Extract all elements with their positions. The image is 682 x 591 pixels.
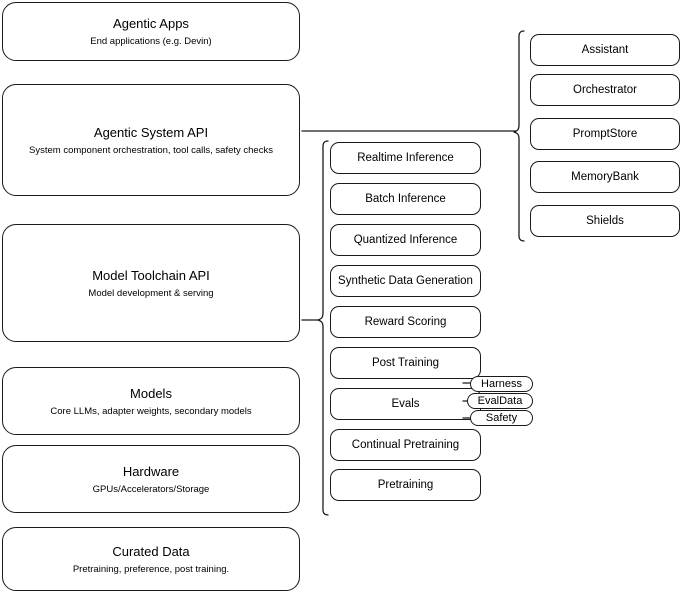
badge-evaldata[interactable]: EvalData bbox=[467, 393, 533, 409]
component-promptstore[interactable]: PromptStore bbox=[530, 118, 680, 150]
component-label: Orchestrator bbox=[573, 83, 637, 96]
layer-title: Curated Data bbox=[112, 543, 190, 559]
layer-title: Model Toolchain API bbox=[92, 267, 210, 283]
component-assistant[interactable]: Assistant bbox=[530, 34, 680, 66]
capability-label: Evals bbox=[391, 397, 420, 410]
capability-label: Synthetic Data Generation bbox=[338, 274, 473, 287]
capability-label: Batch Inference bbox=[365, 192, 446, 205]
component-memorybank[interactable]: MemoryBank bbox=[530, 161, 680, 193]
layer-subtitle: Core LLMs, adapter weights, secondary mo… bbox=[50, 405, 252, 417]
component-label: PromptStore bbox=[572, 127, 638, 140]
capability-continual-pretraining[interactable]: Continual Pretraining bbox=[330, 429, 481, 461]
layer-title: Agentic Apps bbox=[113, 16, 189, 31]
component-label: Shields bbox=[586, 214, 624, 227]
layer-subtitle: GPUs/Accelerators/Storage bbox=[92, 483, 210, 495]
layer-models[interactable]: Models Core LLMs, adapter weights, secon… bbox=[2, 367, 300, 435]
badge-harness[interactable]: Harness bbox=[470, 376, 533, 392]
layer-agentic-system-api[interactable]: Agentic System API System component orch… bbox=[2, 84, 300, 196]
capability-realtime-inference[interactable]: Realtime Inference bbox=[330, 142, 481, 174]
layer-subtitle: End applications (e.g. Devin) bbox=[90, 36, 212, 47]
component-shields[interactable]: Shields bbox=[530, 205, 680, 237]
capability-evals[interactable]: Evals bbox=[330, 388, 481, 420]
badge-label: Safety bbox=[485, 411, 518, 424]
badge-label: Harness bbox=[481, 377, 522, 390]
component-label: Assistant bbox=[581, 43, 629, 56]
layer-model-toolchain-api[interactable]: Model Toolchain API Model development & … bbox=[2, 224, 300, 342]
layer-curated-data[interactable]: Curated Data Pretraining, preference, po… bbox=[2, 527, 300, 591]
component-orchestrator[interactable]: Orchestrator bbox=[530, 74, 680, 106]
capability-reward-scoring[interactable]: Reward Scoring bbox=[330, 306, 481, 338]
capability-label: Continual Pretraining bbox=[351, 438, 460, 451]
layer-title: Hardware bbox=[122, 463, 180, 479]
badge-safety[interactable]: Safety bbox=[470, 410, 533, 426]
capability-label: Pretraining bbox=[377, 478, 434, 491]
layer-agentic-apps[interactable]: Agentic Apps End applications (e.g. Devi… bbox=[2, 2, 300, 61]
component-label: MemoryBank bbox=[571, 170, 639, 183]
capability-quantized-inference[interactable]: Quantized Inference bbox=[330, 224, 481, 256]
layer-subtitle: System component orchestration, tool cal… bbox=[29, 144, 273, 156]
layer-subtitle: Pretraining, preference, post training. bbox=[72, 563, 230, 575]
capability-synthetic-data-generation[interactable]: Synthetic Data Generation bbox=[330, 265, 481, 297]
capability-pretraining[interactable]: Pretraining bbox=[330, 469, 481, 501]
badge-label: EvalData bbox=[477, 394, 523, 407]
layer-title: Models bbox=[130, 385, 172, 401]
capability-batch-inference[interactable]: Batch Inference bbox=[330, 183, 481, 215]
layer-subtitle: Model development & serving bbox=[88, 287, 214, 299]
capability-label: Reward Scoring bbox=[364, 315, 447, 328]
layer-hardware[interactable]: Hardware GPUs/Accelerators/Storage bbox=[2, 445, 300, 513]
capability-label: Post Training bbox=[371, 356, 440, 369]
capability-post-training[interactable]: Post Training bbox=[330, 347, 481, 379]
capability-label: Quantized Inference bbox=[353, 233, 458, 246]
capability-label: Realtime Inference bbox=[357, 151, 454, 164]
brace-right bbox=[513, 30, 525, 242]
brace-middle bbox=[317, 140, 329, 516]
layer-title: Agentic System API bbox=[93, 124, 209, 140]
